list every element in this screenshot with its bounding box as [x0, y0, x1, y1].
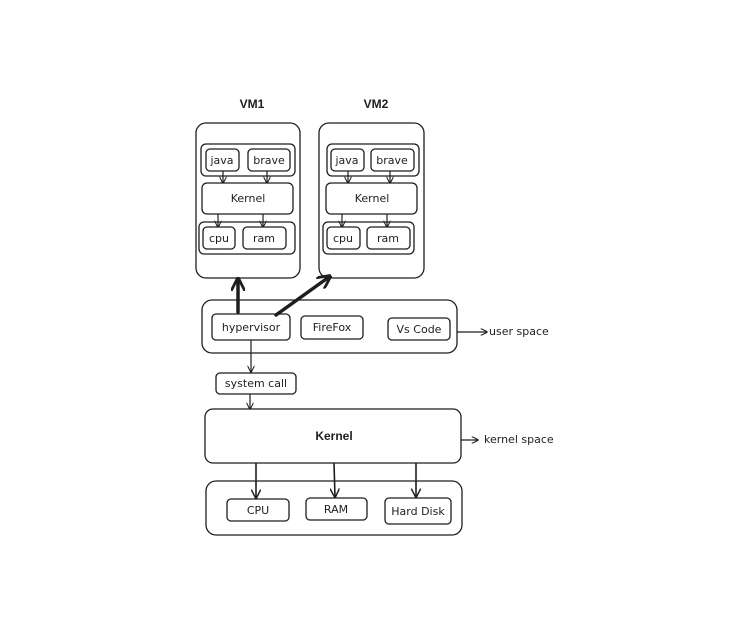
vm1-hardware-group: [198, 221, 296, 255]
vm1-apps-group: [200, 143, 296, 177]
host-harddisk-label: Hard Disk: [391, 505, 445, 518]
hypervisor-label: hypervisor: [222, 321, 281, 334]
firefox-label: FireFox: [313, 321, 352, 334]
vm1-title: VM1: [240, 97, 265, 111]
user-space-label: user space: [489, 325, 549, 338]
host-hardware-group: CPU RAM Hard Disk: [205, 480, 463, 536]
vm1-hw-ram-label: ram: [253, 232, 275, 245]
firefox-box: [300, 315, 364, 340]
host-cpu-box: [226, 498, 290, 522]
host-kernel-box: [204, 408, 462, 464]
vm1-hw-cpu-label: cpu: [209, 232, 229, 245]
vm1-kernel-box: [201, 182, 294, 215]
vm2-kernel-box: [325, 182, 418, 215]
vm1-group: VM1 java brave Kernel cpu ram: [195, 97, 301, 279]
vm2-app-brave: [370, 148, 415, 172]
vm1-app-brave-label: brave: [253, 154, 285, 167]
vm1-kernel-label: Kernel: [231, 192, 266, 205]
host-kernel-group: Kernel kernel space: [204, 408, 554, 464]
vm1-app-java-label: java: [209, 154, 233, 167]
vm2-app-java-label: java: [334, 154, 358, 167]
user-space-container: [201, 299, 458, 354]
vm2-apps-group: [326, 143, 420, 177]
vm2-hw-ram-label: ram: [377, 232, 399, 245]
host-ram-label: RAM: [324, 503, 348, 516]
vscode-label: Vs Code: [397, 323, 442, 336]
user-space-group: hypervisor FireFox Vs Code user space: [201, 299, 549, 354]
host-ram-box: [305, 497, 368, 521]
host-cpu-label: CPU: [247, 504, 269, 517]
kernel-to-ram-arrow: [334, 462, 335, 497]
vscode-box: [387, 317, 451, 341]
hypervisor-to-vm2-arrow: [274, 277, 329, 317]
vm1-container: [195, 122, 301, 279]
host-hardware-container: [205, 480, 463, 536]
host-harddisk-box: [384, 497, 452, 525]
system-call-box: [215, 372, 297, 395]
vm1-app-brave: [247, 148, 291, 172]
vm2-kernel-label: Kernel: [355, 192, 390, 205]
vm2-title: VM2: [364, 97, 389, 111]
vm2-hw-cpu-label: cpu: [333, 232, 353, 245]
kernel-space-label: kernel space: [484, 433, 554, 446]
vm2-app-brave-label: brave: [376, 154, 408, 167]
system-call-label: system call: [225, 377, 287, 390]
vm2-group: VM2 java brave Kernel cpu ram: [318, 97, 425, 279]
vm2-container: [318, 122, 425, 279]
host-kernel-label: Kernel: [315, 429, 352, 443]
vm2-hardware-group: [322, 221, 415, 255]
